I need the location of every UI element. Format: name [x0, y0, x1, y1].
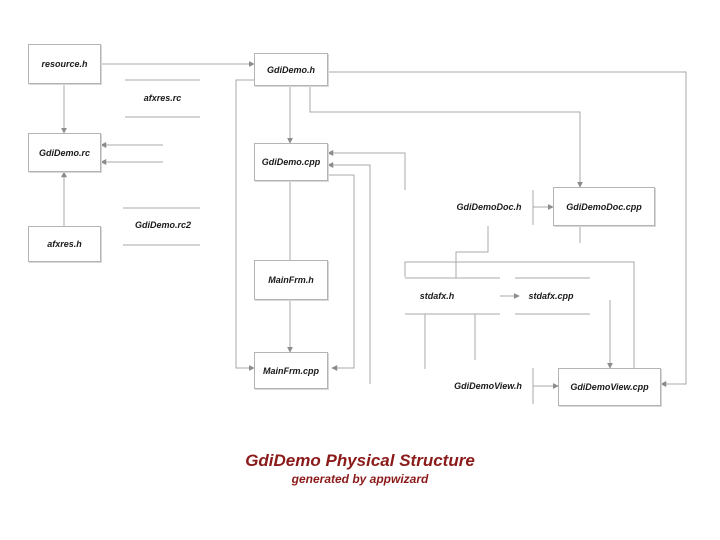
node-mainfrm-h: MainFrm.h [254, 260, 328, 300]
node-gdidemodoc-h: GdiDemoDoc.h [456, 202, 522, 212]
diagram-subtitle: generated by appwizard [291, 472, 429, 486]
node-afxres-rc: afxres.rc [143, 93, 182, 103]
edge-doc-h-to-gdidemo-cpp [327, 150, 406, 190]
edge-doc-h-to-stdafx [455, 226, 489, 278]
node-gdidemo-cpp: GdiDemo.cpp [254, 143, 328, 181]
edge-mainfrm-to-gdidemo-cpp [328, 174, 355, 371]
edge-gdidemo-h-to-mainfrm-cpp [235, 79, 255, 371]
node-gdidemoview-h: GdiDemoView.h [454, 381, 522, 391]
node-gdidemo-h: GdiDemo.h [254, 53, 328, 86]
edge-gdidemo-h-to-doc-cpp [309, 86, 583, 188]
edge-view-h-to-gdidemo-cpp [327, 162, 371, 384]
diagram-title: GdiDemo Physical Structure [245, 451, 475, 470]
edge-stdafx-h-top [404, 261, 635, 370]
edge-gdidemo-h-to-view-cpp [328, 71, 687, 387]
node-afxres-h: afxres.h [28, 226, 101, 262]
node-mainfrm-cpp: MainFrm.cpp [254, 352, 328, 389]
node-stdafx-h: stdafx.h [419, 291, 455, 301]
node-gdidemo-rc: GdiDemo.rc [28, 133, 101, 172]
node-gdidemo-rc2: GdiDemo.rc2 [134, 220, 192, 230]
node-gdidemodoc-cpp: GdiDemoDoc.cpp [553, 187, 655, 226]
node-stdafx-cpp: stdafx.cpp [528, 291, 574, 301]
node-gdidemoview-cpp: GdiDemoView.cpp [558, 368, 661, 406]
node-resource-h: resource.h [28, 44, 101, 84]
